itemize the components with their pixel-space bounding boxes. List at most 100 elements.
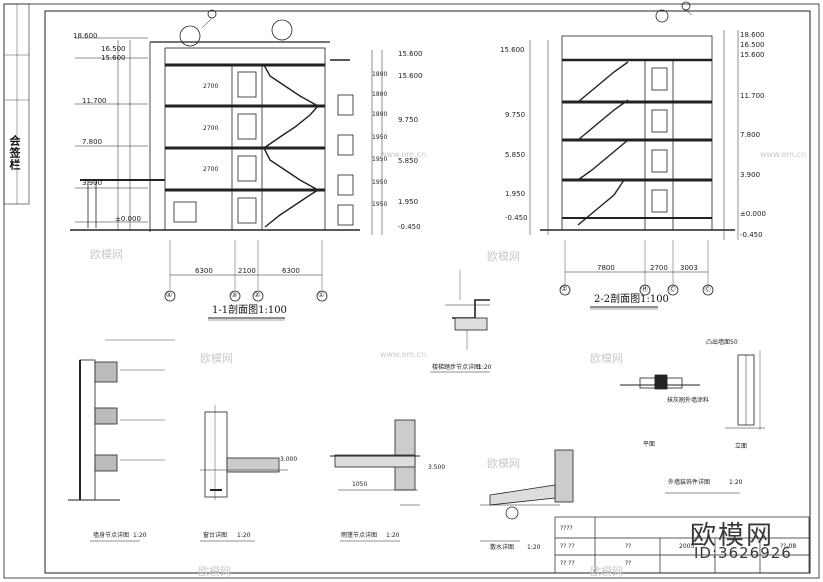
s1-elev-right: 1.950 xyxy=(398,198,419,206)
s1-elev-left: 7.800 xyxy=(82,138,103,146)
s2-elev-right: ±0.000 xyxy=(740,210,766,218)
canopy-scale: 1:20 xyxy=(386,532,400,539)
s2-elev-right: 3.900 xyxy=(740,171,761,179)
titleblock-cell: ?? ?? xyxy=(560,543,575,550)
apron-caption: 散水详图 xyxy=(490,544,515,551)
s2-elev-left: 5.850 xyxy=(505,151,526,159)
s2-elev-right: 7.800 xyxy=(740,131,761,139)
titleblock-cell: 2005 xyxy=(679,543,695,550)
exterior-decor-caption: 外墙装饰件详图 xyxy=(668,479,711,486)
s2-elev-left: 9.750 xyxy=(505,111,526,119)
sheet-border xyxy=(3,3,820,579)
exterior-decor-detail xyxy=(620,350,765,494)
s1-axis: ③ xyxy=(231,291,238,299)
s1-elev-left: 3.900 xyxy=(82,179,103,187)
s2-axis: Ⓗ xyxy=(641,285,648,293)
s1-right-dim: 1950 xyxy=(372,134,388,141)
section-2-2 xyxy=(529,1,739,310)
stair-step-caption: 楼梯踏步节点详图 xyxy=(432,364,481,371)
s1-stair-height: 2700 xyxy=(203,83,219,90)
s2-bottom-dim: 7800 xyxy=(597,264,615,272)
apron-detail xyxy=(480,449,574,542)
s2-elev-right: 11.700 xyxy=(740,92,765,100)
watermark: 欧模网 xyxy=(198,565,231,578)
sill-elev: 3.000 xyxy=(280,456,298,463)
s1-right-dim: 1950 xyxy=(372,156,388,163)
s1-elev-left: ±0.000 xyxy=(115,215,141,223)
s2-elev-right: 16.500 xyxy=(740,41,765,49)
s2-bottom-dim: 3003 xyxy=(680,264,698,272)
s1-bottom-dim: 6300 xyxy=(282,267,300,275)
section-2-title: 2-2剖面图1:100 xyxy=(594,294,669,305)
s1-elev-right: -0.450 xyxy=(398,223,421,231)
s1-elev-left: 18.600 xyxy=(73,32,98,40)
exterior-decor-scale: 1:20 xyxy=(729,479,743,486)
titleblock-cell: ?? ?? xyxy=(560,560,575,567)
window-sill-detail xyxy=(200,405,288,542)
wall-section-detail xyxy=(68,339,175,542)
s2-elev-right: 18.600 xyxy=(740,31,765,39)
s1-elev-right: 9.750 xyxy=(398,116,419,124)
watermark-url: www.om.cn xyxy=(380,350,427,359)
s2-elev-left: 1.950 xyxy=(505,190,526,198)
wall-section-scale: 1:20 xyxy=(133,532,147,539)
s1-right-dim: 1800 xyxy=(372,111,388,118)
section-1-1 xyxy=(70,9,383,321)
s1-elev-left: 11.700 xyxy=(82,97,107,105)
s1-bottom-dim: 2100 xyxy=(238,267,256,275)
s1-right-dim: 1950 xyxy=(372,179,388,186)
watermark-url: www.om.cn xyxy=(380,150,427,159)
window-sill-caption: 窗台详图 xyxy=(203,532,228,539)
s1-elev-right: 5.850 xyxy=(398,157,419,165)
stair-step-detail xyxy=(430,270,490,373)
parapet-elev-caption: 立面 xyxy=(735,443,748,450)
paint-note: 抹灰刷外墙涂料 xyxy=(667,397,710,404)
s1-right-dim: 1800 xyxy=(372,71,388,78)
section-1-title: 1-1剖面图1:100 xyxy=(212,305,287,316)
brand-logo: 欧模网 xyxy=(690,521,775,551)
parapet-plan-caption: 平面 xyxy=(643,441,656,448)
s1-axis: ④ xyxy=(166,291,173,299)
s2-elev-right: 15.600 xyxy=(740,51,765,59)
canopy-detail xyxy=(330,419,420,542)
wall-section-caption: 墙身节点详图 xyxy=(93,532,130,539)
s1-right-dim: 1950 xyxy=(372,201,388,208)
s1-stair-height: 2700 xyxy=(203,166,219,173)
s2-axis: ① xyxy=(561,285,568,293)
stair-step-scale: 1:20 xyxy=(478,364,492,371)
s2-axis: Ⓒ xyxy=(669,285,676,293)
titleblock-cell: ?? xyxy=(625,560,632,567)
watermark: 欧模网 xyxy=(90,248,123,261)
sidebar-label: 会签栏 xyxy=(8,135,21,171)
s1-elev-left: 15.600 xyxy=(101,54,126,62)
watermark: 欧模网 xyxy=(590,352,623,365)
watermark: 欧模网 xyxy=(200,352,233,365)
s1-axis: ② xyxy=(254,291,261,299)
titleblock-cell: ?? xyxy=(625,543,632,550)
titleblock-cell: ??-08 xyxy=(780,543,797,550)
watermark-url: www.om.cn xyxy=(760,150,807,159)
s1-bottom-dim: 6300 xyxy=(195,267,213,275)
title-block xyxy=(554,516,810,574)
canopy-elev: 3.500 xyxy=(428,464,446,471)
canopy-dim: 1050 xyxy=(352,481,368,488)
parapet-top-note: 凸出墙面50 xyxy=(706,339,738,346)
s1-right-dim: 1800 xyxy=(372,91,388,98)
watermark: 欧模网 xyxy=(487,457,520,470)
s2-axis: Ⓒ xyxy=(704,285,711,293)
s1-stair-height: 2700 xyxy=(203,125,219,132)
s1-elev-left: 16.500 xyxy=(101,45,126,53)
s1-elev-right: 15.600 xyxy=(398,50,423,58)
window-sill-scale: 1:20 xyxy=(237,532,251,539)
s2-bottom-dim: 2700 xyxy=(650,264,668,272)
canopy-caption: 雨篷节点详图 xyxy=(341,532,378,539)
s1-axis: ① xyxy=(318,291,325,299)
brand-id: ID:3626926 xyxy=(694,544,792,562)
sidebar-strip xyxy=(3,3,30,205)
apron-scale: 1:20 xyxy=(527,544,541,551)
s2-elev-left: -0.450 xyxy=(505,214,528,222)
watermark: 欧模网 xyxy=(590,565,623,578)
watermark: 欧模网 xyxy=(487,250,520,263)
s2-elev-left: 15.600 xyxy=(500,46,525,54)
